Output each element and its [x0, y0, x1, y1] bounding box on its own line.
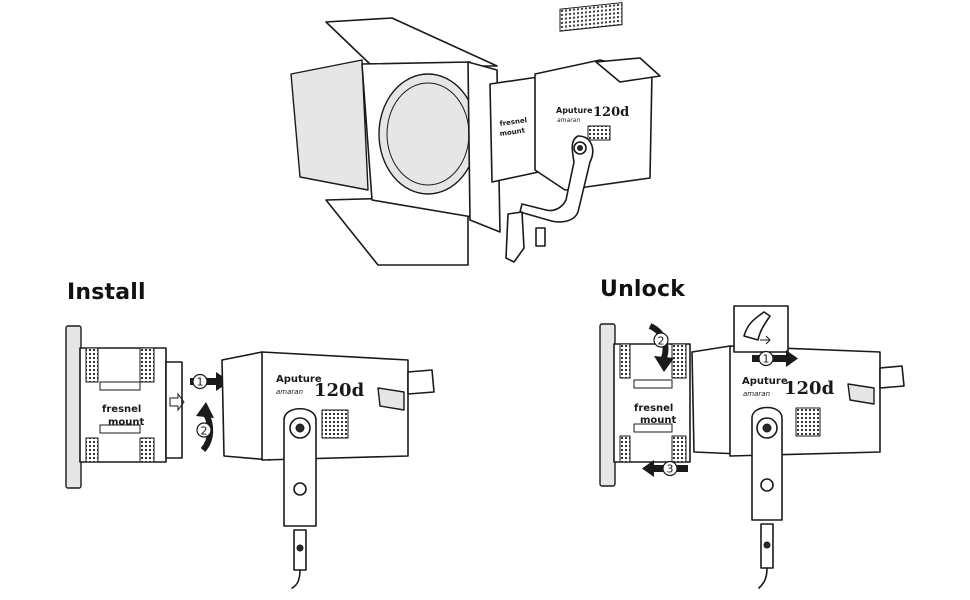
barn-door-top [325, 17, 498, 67]
install-step-2: 2 [196, 402, 214, 453]
lamp-head [534, 59, 653, 191]
install-yoke [283, 407, 317, 527]
unlock-lens-plate [599, 323, 616, 487]
lamp-vent-grill [559, 2, 623, 32]
unlock-mount-label-2: mount [640, 415, 677, 426]
arrow-down-icon [654, 356, 674, 372]
install-mount-label-1: fresnel [102, 404, 141, 415]
mount-label-top-2: mount [499, 126, 526, 138]
install-fixture-clip [377, 387, 405, 411]
install-fixture-brand: Aputure [276, 374, 322, 385]
unlock-release-inset [733, 305, 789, 353]
top-fixture-model: 120d [593, 105, 629, 120]
install-fixture-vent [321, 409, 349, 439]
lamp-handle [595, 57, 661, 83]
install-fixture-handle [407, 369, 435, 395]
mount-clamp [505, 211, 525, 263]
unlock-step-2-num: 2 [658, 335, 665, 348]
unlock-diagram: fresnel mount Aputure amaran 120d 1 [599, 305, 905, 589]
top-fixture-brand: Aputure [556, 106, 593, 115]
fresnel-lens [378, 73, 478, 195]
top-fixture-series: amaran [557, 117, 580, 124]
install-fixture-series: amaran [276, 388, 303, 396]
arrow-left-icon [642, 460, 654, 477]
install-heading: Install [67, 280, 146, 305]
hand-press-icon [743, 311, 771, 341]
unlock-step-1: 1 [752, 350, 798, 367]
mount-label-top: fresnel [499, 116, 527, 128]
unlock-fixture-brand: Aputure [742, 376, 788, 387]
barn-door-left [290, 59, 369, 191]
unlock-mount-label-1: fresnel [634, 403, 673, 414]
install-lens-plate [65, 325, 82, 489]
unlock-fixture-handle [879, 365, 905, 389]
unlock-mount-ribs [619, 343, 687, 463]
install-mount-label-2: mount [108, 417, 145, 428]
install-fixture-model: 120d [314, 380, 365, 401]
install-mount-ribs [85, 347, 155, 463]
unlock-step-1-num: 1 [763, 353, 770, 366]
unlock-step-3: 3 [642, 460, 688, 477]
install-step-1-num: 1 [197, 376, 204, 389]
unlock-fixture-model: 120d [784, 378, 835, 399]
install-align-arrow-icon [169, 392, 185, 412]
install-diagram: fresnel mount 1 2 Aputure amaran 120d [65, 325, 435, 589]
unlock-step-2: 2 [648, 323, 674, 372]
unlock-step-3-num: 3 [667, 463, 674, 476]
arrow-right-icon [786, 350, 798, 367]
fixture-with-barn-doors: fresnel mount Aputure amaran 120d [290, 2, 661, 266]
install-bayonet-plate [165, 361, 183, 459]
lamp-side-vent [587, 125, 611, 141]
arrow-up-icon [196, 402, 214, 418]
unlock-heading: Unlock [600, 277, 686, 302]
unlock-fixture-clip [847, 383, 875, 405]
unlock-fixture-series: amaran [743, 390, 770, 398]
yoke-bracket [519, 135, 594, 223]
install-step-2-num: 2 [201, 425, 208, 438]
unlock-fixture-vent [795, 407, 821, 437]
